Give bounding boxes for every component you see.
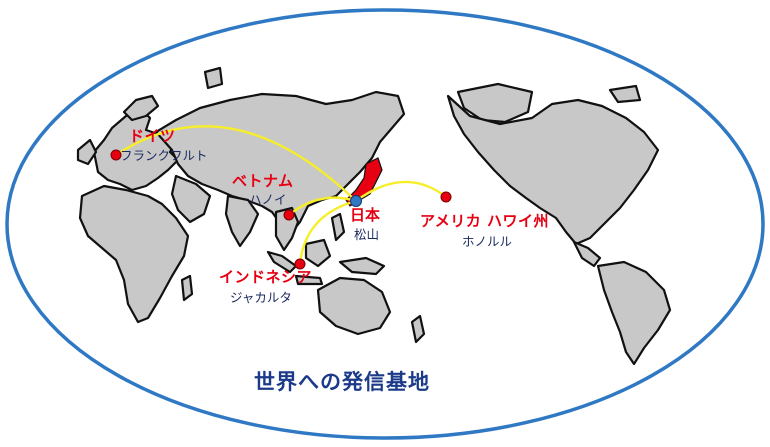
label-country-vietnam: ベトナム: [232, 172, 294, 190]
landmass-philippines: [330, 212, 346, 242]
route-layer: [114, 125, 448, 266]
landmass-arctic-island-2: [608, 84, 642, 104]
route-vietnam: [287, 196, 358, 217]
label-country-germany: ドイツ: [129, 127, 176, 145]
landmass-scandinavia: [122, 94, 160, 122]
route-usa: [354, 180, 448, 203]
landmass-australia: [316, 276, 392, 336]
label-city-frankfurt: フランクフルト: [120, 148, 208, 163]
label-origin-city: 松山: [354, 227, 380, 242]
landmass-uk: [76, 138, 98, 166]
landmass-new-zealand: [410, 314, 426, 344]
landmass-central-america: [572, 240, 602, 268]
landmass-south-america: [596, 260, 672, 366]
marker-layer: [110, 149, 452, 270]
landmass-borneo: [304, 238, 332, 268]
label-origin-country: 日本: [350, 206, 381, 224]
label-country-indonesia: インドネシア: [219, 268, 313, 286]
landmass-java: [294, 274, 324, 286]
landmass-greenland: [456, 82, 534, 124]
landmass-north-america: [446, 94, 660, 246]
route-indonesia: [298, 199, 358, 266]
label-city-honolulu: ホノルル: [462, 234, 513, 249]
marker-germany: [110, 149, 122, 161]
marker-usa: [440, 191, 452, 203]
map-title: 世界への発信基地: [254, 370, 430, 394]
landmass-india: [224, 194, 260, 248]
marker-vietnam: [283, 209, 295, 221]
label-city-jakarta: ジャカルタ: [230, 290, 292, 305]
label-city-hanoi: ハノイ: [249, 192, 287, 207]
landmass-madagascar: [180, 274, 194, 302]
landmass-africa: [78, 184, 190, 324]
landmass-arabia: [170, 174, 212, 224]
marker-origin-matsuyama: [350, 195, 362, 207]
landmass-new-guinea: [338, 256, 386, 276]
marker-indonesia: [294, 258, 306, 270]
label-country-usa-hawaii: アメリカ ハワイ州: [420, 212, 549, 230]
landmass-arctic-island: [203, 66, 224, 90]
route-germany: [114, 125, 358, 203]
landmass-sumatra: [266, 250, 298, 274]
